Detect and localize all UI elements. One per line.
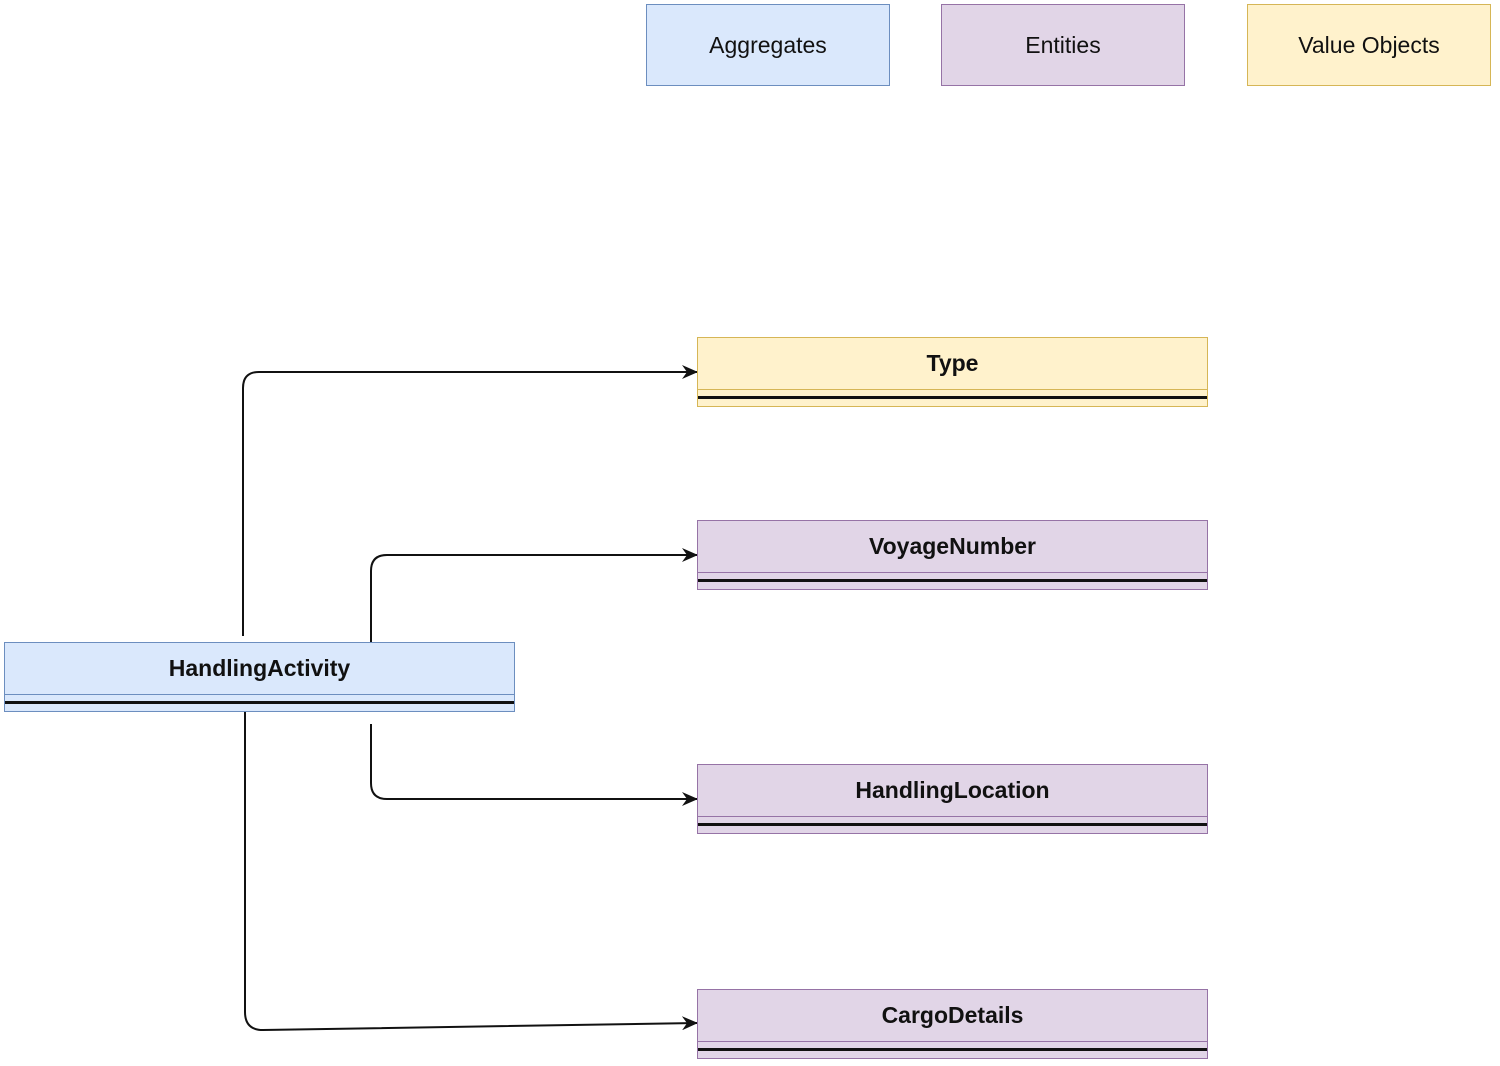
class-cargo-details[interactable]: CargoDetails — [697, 989, 1208, 1059]
class-cargo-details-divider — [698, 1048, 1207, 1051]
class-voyage-number[interactable]: VoyageNumber — [697, 520, 1208, 590]
class-type-header: Type — [698, 338, 1207, 390]
class-handling-activity-divider — [5, 701, 514, 704]
class-voyage-number-header: VoyageNumber — [698, 521, 1207, 573]
connector-handling-activity-to-handling-location[interactable] — [370, 724, 698, 806]
class-type-divider — [698, 396, 1207, 399]
legend-aggregates[interactable]: Aggregates — [646, 4, 890, 86]
class-type-name: Type — [926, 350, 979, 376]
legend-value-objects[interactable]: Value Objects — [1247, 4, 1491, 86]
class-voyage-number-name: VoyageNumber — [868, 533, 1036, 559]
class-cargo-details-name: CargoDetails — [881, 1002, 1024, 1028]
legend-entities[interactable]: Entities — [941, 4, 1185, 86]
class-handling-location[interactable]: HandlingLocation — [697, 764, 1208, 834]
class-handling-activity-name: HandlingActivity — [168, 655, 351, 681]
class-handling-activity[interactable]: HandlingActivity — [4, 642, 515, 712]
connector-handling-activity-to-type[interactable] — [242, 365, 698, 636]
legend-entities-label: Entities — [1025, 31, 1101, 58]
class-cargo-details-header: CargoDetails — [698, 990, 1207, 1042]
legend-aggregates-label: Aggregates — [709, 31, 827, 58]
class-handling-activity-header: HandlingActivity — [5, 643, 514, 695]
connector-handling-activity-to-cargo-details[interactable] — [244, 712, 698, 1032]
class-handling-location-divider — [698, 823, 1207, 826]
legend-value-objects-label: Value Objects — [1298, 31, 1440, 58]
class-type[interactable]: Type — [697, 337, 1208, 407]
connector-handling-activity-to-voyage-number[interactable] — [370, 548, 698, 642]
class-voyage-number-divider — [698, 579, 1207, 582]
class-handling-location-name: HandlingLocation — [855, 777, 1050, 803]
class-handling-location-header: HandlingLocation — [698, 765, 1207, 817]
